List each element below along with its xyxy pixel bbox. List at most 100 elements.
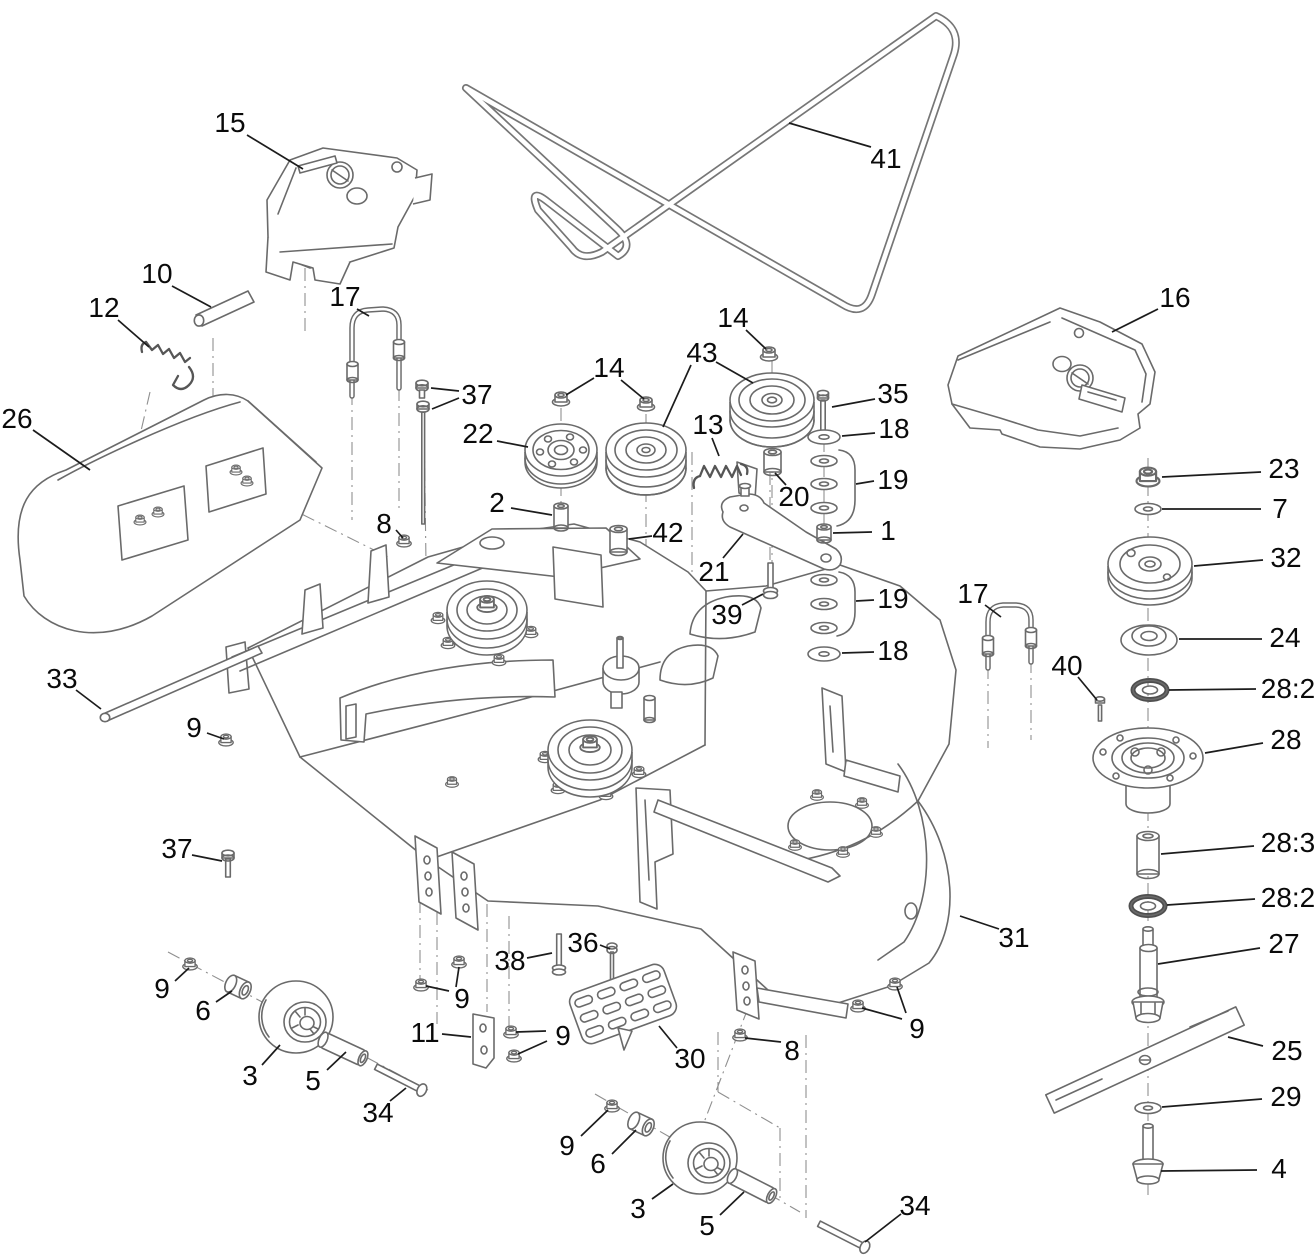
callout-label: 32 (1270, 542, 1301, 573)
callout-leader-line (651, 1183, 674, 1200)
idler-arm-21 (720, 482, 843, 571)
deck-bolt (855, 797, 869, 809)
callout-leader-line (1204, 742, 1264, 754)
flange-nut-9 (413, 978, 429, 992)
callout-label: 12 (88, 292, 119, 323)
flange-nut-9 (182, 957, 198, 971)
callout-label: 14 (717, 302, 748, 333)
callout-leader-line (441, 1033, 472, 1038)
callout-27: 27 (1157, 928, 1300, 965)
callout-label: 25 (1271, 1035, 1302, 1066)
callout-22: 22 (462, 418, 529, 449)
callout-6: 6 (195, 990, 233, 1026)
u-bolt-17-right (981, 602, 1038, 671)
bushing-1 (816, 523, 832, 544)
caster-wheel-left (182, 957, 428, 1098)
bushing-20 (763, 447, 782, 477)
callout-label: 1 (880, 515, 896, 546)
callout-28: 28 (1204, 724, 1302, 755)
callout-leader-line (430, 387, 460, 392)
callout-label: 22 (462, 418, 493, 449)
callout-leader-line (745, 329, 767, 350)
nut-23 (1135, 466, 1161, 488)
bolt-37-bottom (221, 849, 235, 878)
callout-1: 1 (832, 515, 896, 546)
callout-leader-line (620, 379, 645, 400)
washer-19 (810, 454, 838, 468)
callout-19: 19 (855, 464, 909, 495)
callout-label: 3 (242, 1060, 258, 1091)
callout-label: 31 (998, 922, 1029, 953)
callout-43: 43 (662, 337, 754, 428)
callout-label: 28:2 (1261, 673, 1316, 704)
callout-leader-line (565, 377, 595, 396)
callout-leader-line (788, 122, 872, 148)
callout-label: 9 (154, 973, 170, 1004)
callout-leader-line (326, 1051, 347, 1071)
belt-cover-16 (947, 307, 1156, 450)
callout-leader-line (841, 651, 875, 654)
lift-rod-33 (99, 645, 263, 723)
callout-3: 3 (630, 1183, 674, 1224)
callout-leader-line (1161, 1098, 1263, 1108)
callout-5: 5 (699, 1191, 745, 1241)
baffle-bolt (240, 475, 254, 487)
washer-19 (810, 621, 838, 635)
callout-28:2: 28:2 (1168, 673, 1316, 704)
callout-30: 30 (658, 1025, 706, 1074)
carriage-bolts-37-top (415, 379, 430, 525)
washer-19 (810, 501, 838, 515)
blade-25 (1045, 1006, 1245, 1114)
callout-21: 21 (698, 533, 744, 587)
callout-label: 38 (494, 945, 525, 976)
callout-leader-line (855, 599, 875, 602)
extension-spring-12 (140, 340, 195, 391)
callout-33: 33 (46, 663, 102, 710)
flange-nut-8 (396, 534, 412, 548)
callout-label: 41 (870, 143, 901, 174)
deck-bolt (491, 653, 507, 667)
bolt-38 (551, 933, 567, 976)
callout-label: 9 (454, 983, 470, 1014)
callout-label: 6 (195, 995, 211, 1026)
deck-bolt (869, 826, 883, 838)
callout-leader-line (1111, 308, 1159, 333)
callout-13: 13 (692, 409, 724, 457)
callout-leader-line (861, 1007, 903, 1020)
callout-leader-line (515, 1030, 547, 1033)
callout-leader-line (658, 1025, 678, 1049)
callout-6: 6 (590, 1129, 637, 1179)
callout-leader-line (719, 1191, 745, 1216)
callout-leader-line (831, 398, 876, 408)
callout-label: 29 (1270, 1081, 1301, 1112)
callout-34: 34 (864, 1190, 931, 1243)
callout-26: 26 (1, 403, 91, 471)
callout-leader-line (356, 308, 370, 317)
callout-41: 41 (788, 122, 902, 174)
callout-label: 24 (1269, 622, 1300, 653)
callout-label: 15 (214, 107, 245, 138)
callout-9: 9 (861, 986, 925, 1044)
bearing-28-2 (1133, 681, 1167, 700)
callout-leader-line (599, 944, 611, 950)
callout-leader-line (832, 531, 873, 534)
callout-8: 8 (744, 1035, 800, 1066)
flange-nut-9 (451, 955, 467, 969)
callout-28:3: 28:3 (1160, 827, 1315, 858)
deck-bolt (788, 839, 802, 851)
callout-leader-line (215, 990, 233, 1003)
callout-9: 9 (425, 966, 470, 1014)
flange-nut-9 (218, 733, 234, 747)
callout-leader-line (722, 533, 744, 559)
callout-16: 16 (1111, 282, 1191, 333)
deck-bolt (810, 789, 824, 801)
callout-leader-line (774, 472, 787, 486)
flange-nut-9 (850, 999, 866, 1013)
callout-29: 29 (1161, 1081, 1302, 1112)
callout-28:2: 28:2 (1166, 882, 1315, 913)
drive-belt-41 (462, 12, 960, 314)
callout-label: 26 (1, 403, 32, 434)
idler-pulley-43-right (729, 372, 815, 448)
callout-label: 20 (778, 481, 809, 512)
callout-leader-line (896, 986, 907, 1014)
